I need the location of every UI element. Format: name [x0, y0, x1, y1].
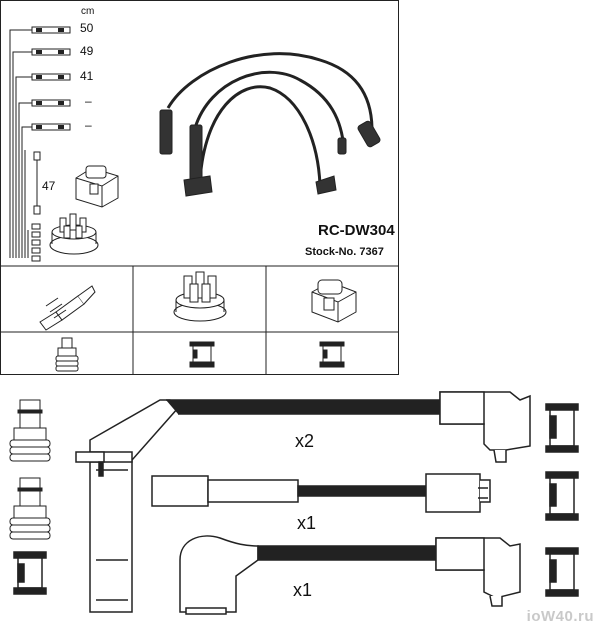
- watermark-logo: ioW40.ru: [526, 608, 594, 625]
- length-label-5: –: [85, 118, 92, 132]
- coil-terminal-icon: [319, 341, 345, 368]
- length-label-6: 47: [42, 179, 56, 193]
- cap-terminal-right-3: [545, 547, 579, 597]
- quantity-row3: x1: [293, 580, 313, 600]
- product-code: RC-DW304: [318, 222, 395, 239]
- length-label-3: 41: [80, 69, 94, 83]
- quantity-row1: x2: [295, 431, 315, 451]
- cap-terminal-icon: [189, 341, 215, 368]
- plug-terminal-icon: [55, 337, 79, 372]
- cable-x2-drawing: [75, 391, 531, 613]
- length-label-4: –: [85, 94, 92, 108]
- ignition-coil-icon: [311, 279, 357, 323]
- product-sheet-frame: [0, 0, 399, 375]
- length-label-1: 50: [80, 21, 94, 35]
- quantity-row2: x1: [297, 513, 317, 533]
- stock-number: Stock-No. 7367: [305, 246, 384, 258]
- cap-terminal-left: [13, 551, 47, 595]
- cap-terminal-right-1: [545, 403, 579, 453]
- distributor-cap-icon: [173, 271, 227, 322]
- length-schematic: [9, 26, 71, 262]
- spark-plug-boot-left-1: [9, 399, 51, 462]
- length-label-2: 49: [80, 44, 94, 58]
- coil-icon-small: [75, 165, 119, 208]
- cable-x1-straight-drawing: [151, 473, 491, 513]
- cable-set-drawing: [166, 52, 374, 186]
- cable-x1-angled-drawing: [179, 535, 521, 615]
- spark-plug-icon: [39, 285, 96, 331]
- distributor-cap-icon-small: [49, 213, 99, 255]
- spark-plug-boot-left-2: [9, 477, 51, 540]
- cap-terminal-right-2: [545, 471, 579, 521]
- unit-label: cm: [81, 6, 95, 17]
- boot-drawing: [159, 109, 381, 197]
